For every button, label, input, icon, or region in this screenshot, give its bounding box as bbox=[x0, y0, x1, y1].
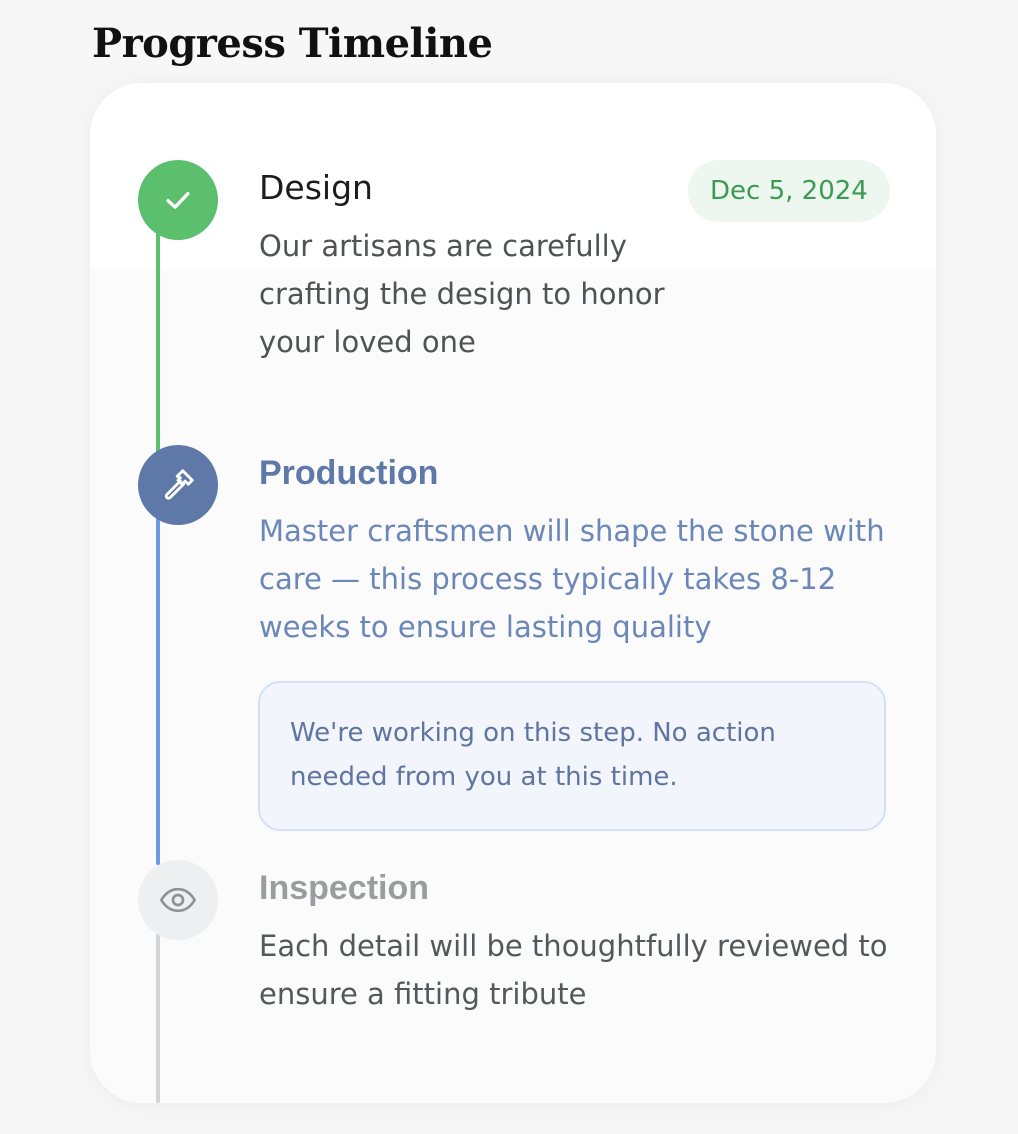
status-note-text: We're working on this step. No action ne… bbox=[290, 718, 776, 792]
step-marker-production bbox=[138, 445, 218, 525]
timeline-connector-pending bbox=[156, 933, 160, 1103]
check-icon bbox=[166, 191, 190, 209]
page-title: Progress Timeline bbox=[92, 20, 493, 67]
timeline-card: Design Dec 5, 2024 Our artisans are care… bbox=[90, 83, 936, 1103]
date-badge: Dec 5, 2024 bbox=[688, 160, 890, 222]
step-title-design: Design bbox=[259, 168, 373, 207]
hammer-icon bbox=[164, 469, 194, 500]
step-description-inspection: Each detail will be thoughtfully reviewe… bbox=[259, 929, 888, 1011]
eye-icon bbox=[160, 887, 197, 913]
step-description-production: Master craftsmen will shape the stone wi… bbox=[259, 514, 885, 644]
step-description-design: Our artisans are carefully crafting the … bbox=[259, 229, 665, 359]
step-marker-inspection bbox=[138, 860, 218, 940]
step-title-production: Production bbox=[259, 454, 439, 492]
step-title-inspection: Inspection bbox=[259, 869, 430, 907]
timeline-connector-complete bbox=[156, 233, 160, 457]
step-marker-design bbox=[138, 160, 218, 240]
status-note: We're working on this step. No action ne… bbox=[258, 681, 886, 831]
timeline-connector-active bbox=[156, 517, 160, 865]
